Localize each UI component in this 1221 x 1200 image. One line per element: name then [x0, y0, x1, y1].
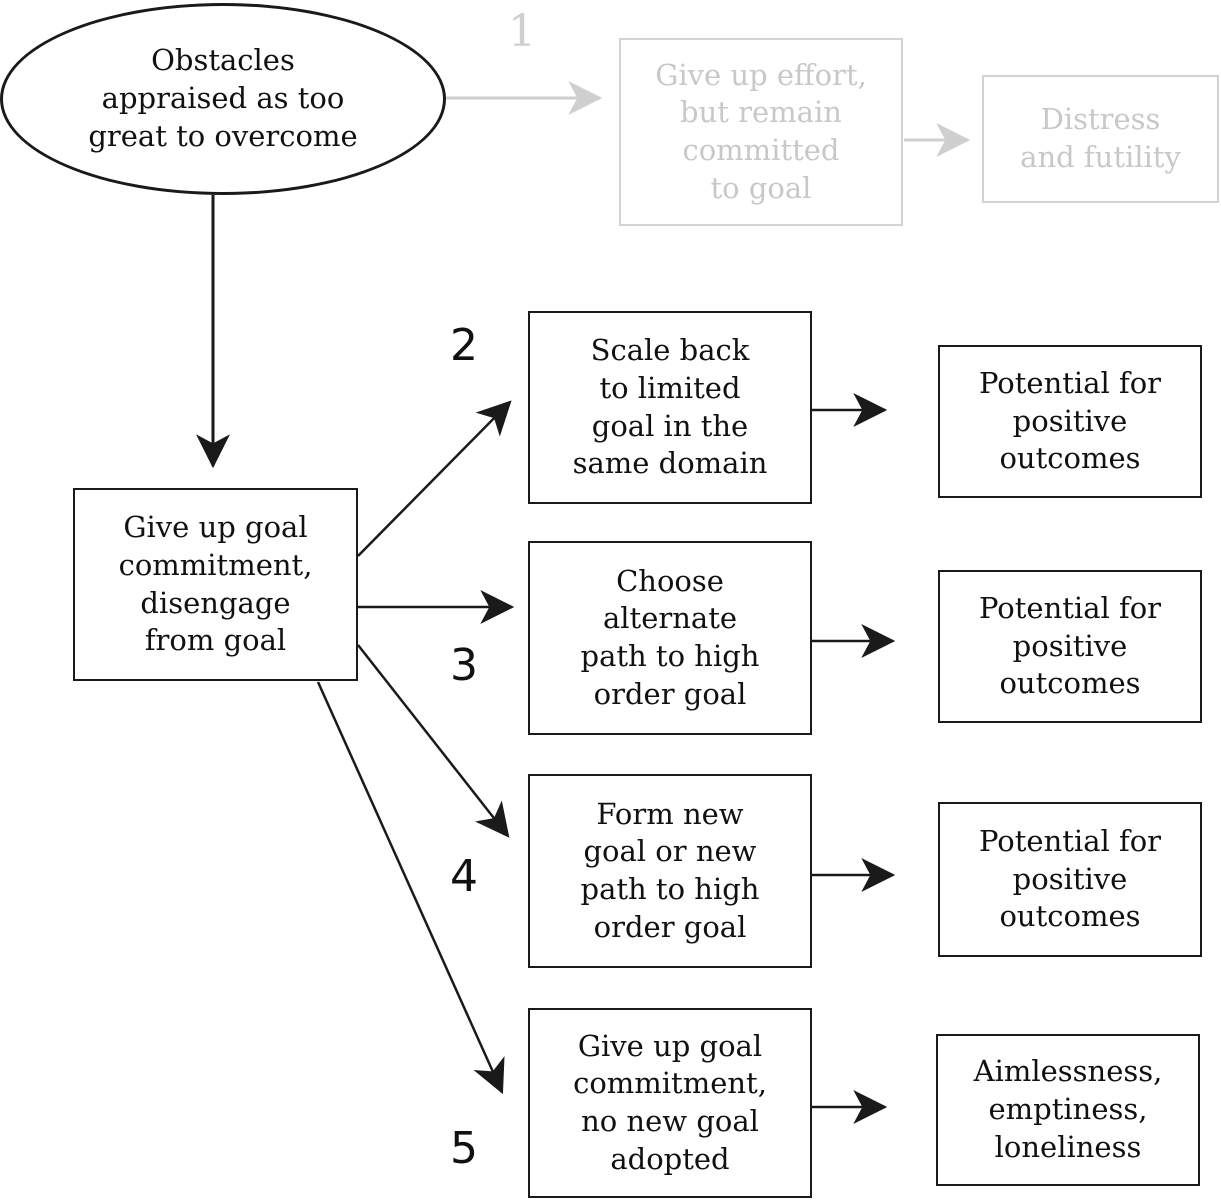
distress-futility-label: Distress and futility: [1020, 102, 1181, 174]
no-new-goal-box: Give up goal commitment, no new goal ado…: [528, 1008, 812, 1198]
give-up-effort-box: Give up effort, but remain committed to …: [619, 38, 903, 226]
path-number-2: 2: [450, 320, 478, 371]
alternate-path-label: Choose alternate path to high order goal: [580, 563, 760, 711]
distress-futility-box: Distress and futility: [982, 75, 1219, 203]
path-number-1: 1: [508, 6, 536, 57]
positive-outcomes-label-3: Potential for positive outcomes: [978, 590, 1162, 701]
positive-outcomes-box-4: Potential for positive outcomes: [938, 802, 1202, 957]
path-number-4: 4: [450, 851, 478, 902]
give-up-effort-label: Give up effort, but remain committed to …: [655, 57, 867, 205]
positive-outcomes-box-2: Potential for positive outcomes: [938, 345, 1202, 498]
positive-outcomes-label-2: Potential for positive outcomes: [978, 365, 1162, 476]
alternate-path-box: Choose alternate path to high order goal: [528, 541, 812, 735]
arrow-disengage-to-path4: [357, 644, 510, 838]
form-new-goal-label: Form new goal or new path to high order …: [580, 796, 760, 944]
obstacles-appraised-ellipse: Obstacles appraised as too great to over…: [0, 3, 446, 195]
no-new-goal-label: Give up goal commitment, no new goal ado…: [573, 1028, 767, 1176]
scale-back-goal-label: Scale back to limited goal in the same d…: [572, 333, 768, 481]
disengage-from-goal-label: Give up goal commitment, disengage from …: [118, 510, 313, 658]
arrow-disengage-to-path2: [357, 400, 512, 557]
obstacles-appraised-label: Obstacles appraised as too great to over…: [88, 43, 358, 153]
positive-outcomes-box-3: Potential for positive outcomes: [938, 570, 1202, 723]
scale-back-goal-box: Scale back to limited goal in the same d…: [528, 311, 812, 504]
arrow-disengage-to-path5: [316, 681, 505, 1095]
form-new-goal-box: Form new goal or new path to high order …: [528, 774, 812, 968]
aimlessness-box: Aimlessness, emptiness, loneliness: [936, 1034, 1200, 1186]
path-number-5: 5: [450, 1123, 478, 1174]
disengage-from-goal-box: Give up goal commitment, disengage from …: [73, 488, 358, 681]
path-number-3: 3: [450, 640, 478, 691]
positive-outcomes-label-4: Potential for positive outcomes: [978, 823, 1162, 934]
aimlessness-label: Aimlessness, emptiness, loneliness: [973, 1054, 1163, 1164]
